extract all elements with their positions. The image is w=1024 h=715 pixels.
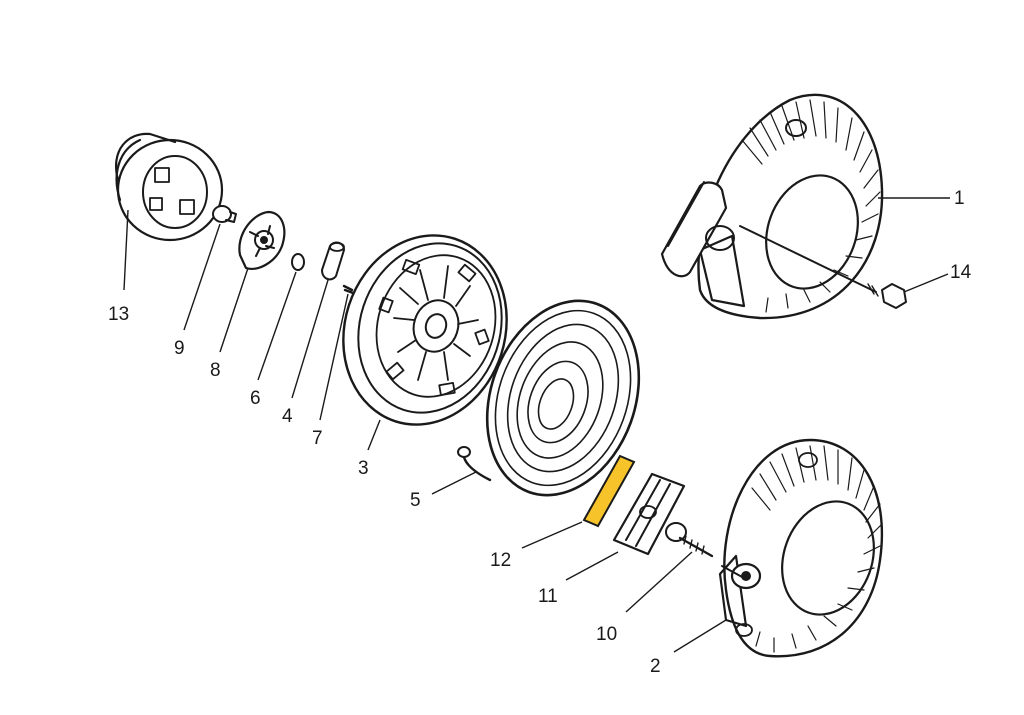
leader-11 xyxy=(565,551,619,581)
part-3-pulley xyxy=(342,234,508,426)
label-3: 3 xyxy=(358,458,369,479)
label-7: 7 xyxy=(312,428,323,449)
label-11: 11 xyxy=(538,586,558,607)
label-5: 5 xyxy=(410,490,421,511)
part-7-spring xyxy=(342,284,355,295)
part-13-sleeve xyxy=(115,132,224,242)
label-14: 14 xyxy=(950,262,972,283)
part-number-labels: 1 2 3 4 5 6 7 8 9 10 11 12 13 14 xyxy=(108,188,972,677)
leader-9 xyxy=(183,223,221,331)
part-14-bolt xyxy=(739,225,907,309)
part-6-ring xyxy=(291,253,305,271)
part-12-highlighted-strip xyxy=(582,454,636,528)
part-2-housing-lower xyxy=(718,438,884,658)
label-9: 9 xyxy=(174,338,185,359)
label-4: 4 xyxy=(282,406,293,427)
label-6: 6 xyxy=(250,388,261,409)
leader-lines xyxy=(123,197,950,653)
leader-2 xyxy=(673,619,727,653)
leader-10 xyxy=(625,551,693,613)
leader-6 xyxy=(257,271,297,381)
leader-13 xyxy=(123,209,129,291)
label-1: 1 xyxy=(954,188,965,209)
label-13: 13 xyxy=(108,304,129,325)
label-8: 8 xyxy=(210,360,221,381)
part-10-screw xyxy=(678,535,714,558)
leader-14 xyxy=(903,273,949,293)
leader-12 xyxy=(521,521,583,549)
leader-3 xyxy=(367,419,381,451)
leader-4 xyxy=(291,279,329,399)
label-2: 2 xyxy=(650,656,661,677)
label-12: 12 xyxy=(490,550,511,571)
part-11-rope-guide xyxy=(612,472,687,556)
label-10: 10 xyxy=(596,624,617,645)
part-5-recoil-spring xyxy=(457,299,641,497)
leader-5 xyxy=(431,471,477,495)
part-1-housing-upper xyxy=(660,93,884,320)
part-8-ratchet-plate xyxy=(238,210,286,270)
part-4-pawl xyxy=(321,241,345,281)
leader-8 xyxy=(219,267,249,353)
leader-7 xyxy=(319,293,349,421)
part-9-bolt xyxy=(212,205,237,223)
